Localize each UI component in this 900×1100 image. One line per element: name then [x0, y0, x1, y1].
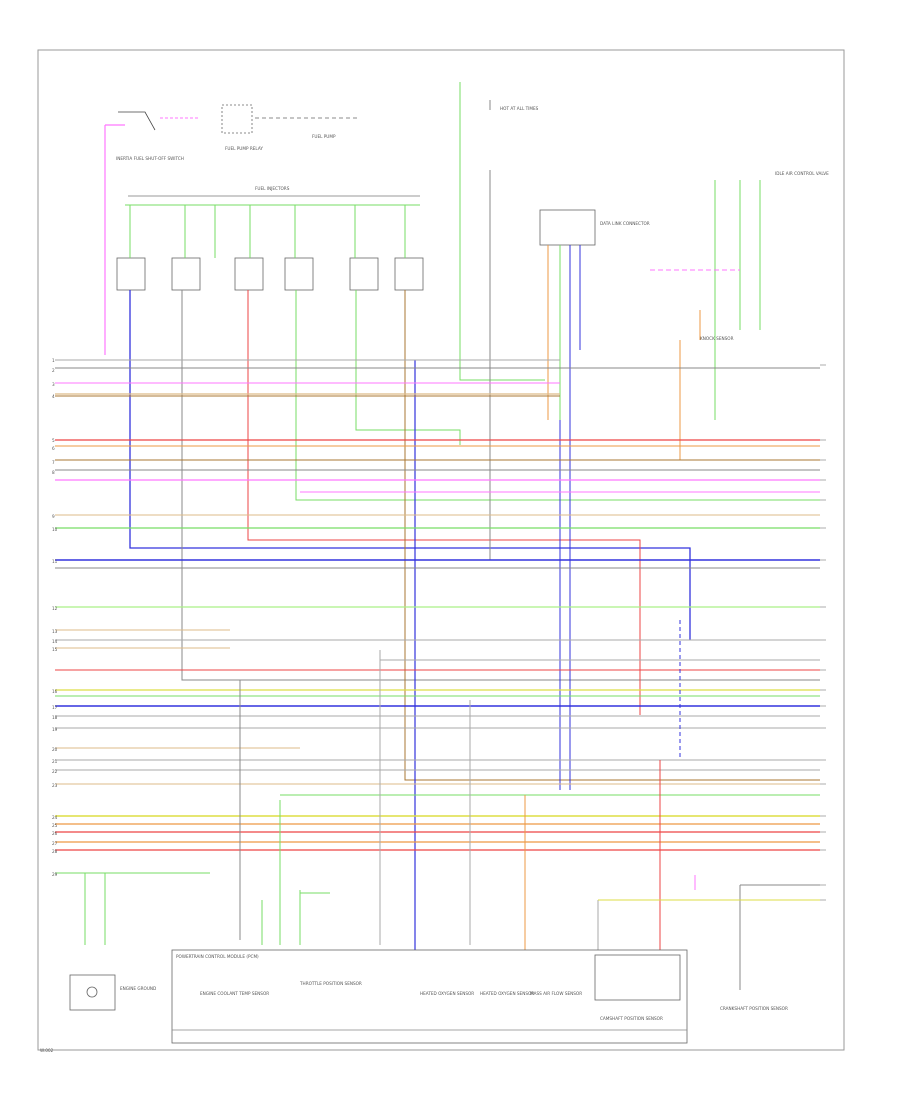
engine-ground-connector: ENGINE GROUND — [69, 974, 156, 1011]
svg-text:27: 27 — [52, 841, 58, 846]
injector-4 — [284, 257, 314, 291]
pcm-label: POWERTRAIN CONTROL MODULE (PCM) — [176, 954, 259, 959]
svg-text:19: 19 — [52, 727, 58, 732]
svg-text:9: 9 — [52, 514, 55, 519]
ckp-label: CRANKSHAFT POSITION SENSOR — [720, 1006, 788, 1011]
svg-text:23: 23 — [52, 783, 58, 788]
ho2s-2-label: HEATED OXYGEN SENSOR — [480, 991, 534, 996]
injector-1 — [116, 257, 146, 291]
svg-text:21: 21 — [52, 759, 58, 764]
svg-text:5: 5 — [52, 438, 55, 443]
knock-sensor-label: KNOCK SENSOR — [700, 336, 734, 341]
svg-text:29: 29 — [52, 872, 58, 877]
svg-text:20: 20 — [52, 747, 58, 752]
right-connector-ticks — [820, 364, 826, 901]
svg-text:26: 26 — [52, 831, 58, 836]
data-link-connector — [539, 209, 596, 246]
svg-text:12: 12 — [52, 606, 58, 611]
cmp-label: CAMSHAFT POSITION SENSOR — [600, 1016, 663, 1021]
svg-text:10: 10 — [52, 527, 58, 532]
injector-3 — [234, 257, 264, 291]
engine-ground-label: ENGINE GROUND — [120, 986, 156, 991]
svg-text:8: 8 — [52, 470, 55, 475]
injector-2 — [171, 257, 201, 291]
injector-6 — [394, 257, 424, 291]
svg-text:28: 28 — [52, 849, 58, 854]
pcm-module: POWERTRAIN CONTROL MODULE (PCM) ENGINE C… — [171, 949, 688, 1044]
hot-label: HOT AT ALL TIMES — [500, 106, 539, 111]
svg-text:22: 22 — [52, 769, 58, 774]
page-code: W:002 — [40, 1048, 54, 1053]
svg-text:11: 11 — [52, 559, 58, 564]
svg-text:17: 17 — [52, 705, 58, 710]
svg-text:6: 6 — [52, 446, 55, 451]
svg-text:14: 14 — [52, 639, 58, 644]
fuse-label: FUEL INJECTORS — [255, 186, 290, 191]
svg-text:3: 3 — [52, 382, 55, 387]
svg-text:18: 18 — [52, 715, 58, 720]
injector-5 — [349, 257, 379, 291]
svg-text:4: 4 — [52, 394, 55, 399]
svg-text:1: 1 — [52, 358, 55, 363]
svg-text:15: 15 — [52, 647, 58, 652]
pump-label: FUEL PUMP — [312, 134, 336, 139]
svg-text:25: 25 — [52, 823, 58, 828]
tps-label: THROTTLE POSITION SENSOR — [299, 981, 362, 986]
top-right-label: IDLE AIR CONTROL VALVE — [775, 171, 829, 176]
relay-label: FUEL PUMP RELAY — [225, 146, 263, 151]
fuel-pump-circuit: INERTIA FUEL SHUT-OFF SWITCH FUEL PUMP R… — [104, 104, 420, 355]
ho2s-1-label: HEATED OXYGEN SENSOR — [420, 991, 474, 996]
relay-symbol — [221, 104, 253, 134]
maf-label: MASS AIR FLOW SENSOR — [530, 991, 582, 996]
diagram-frame — [37, 49, 845, 1051]
inertia-switch-label: INERTIA FUEL SHUT-OFF SWITCH — [116, 156, 184, 161]
svg-text:2: 2 — [52, 368, 55, 373]
cmp-sensor-box — [594, 954, 681, 1001]
svg-text:24: 24 — [52, 815, 58, 820]
dlc-label: DATA LINK CONNECTOR — [600, 221, 650, 226]
injector-row — [116, 205, 424, 291]
ect-sensor-label: ENGINE COOLANT TEMP SENSOR — [200, 991, 269, 996]
harness-bus — [55, 359, 820, 874]
svg-text:16: 16 — [52, 689, 58, 694]
svg-text:7: 7 — [52, 460, 55, 465]
svg-text:13: 13 — [52, 629, 58, 634]
